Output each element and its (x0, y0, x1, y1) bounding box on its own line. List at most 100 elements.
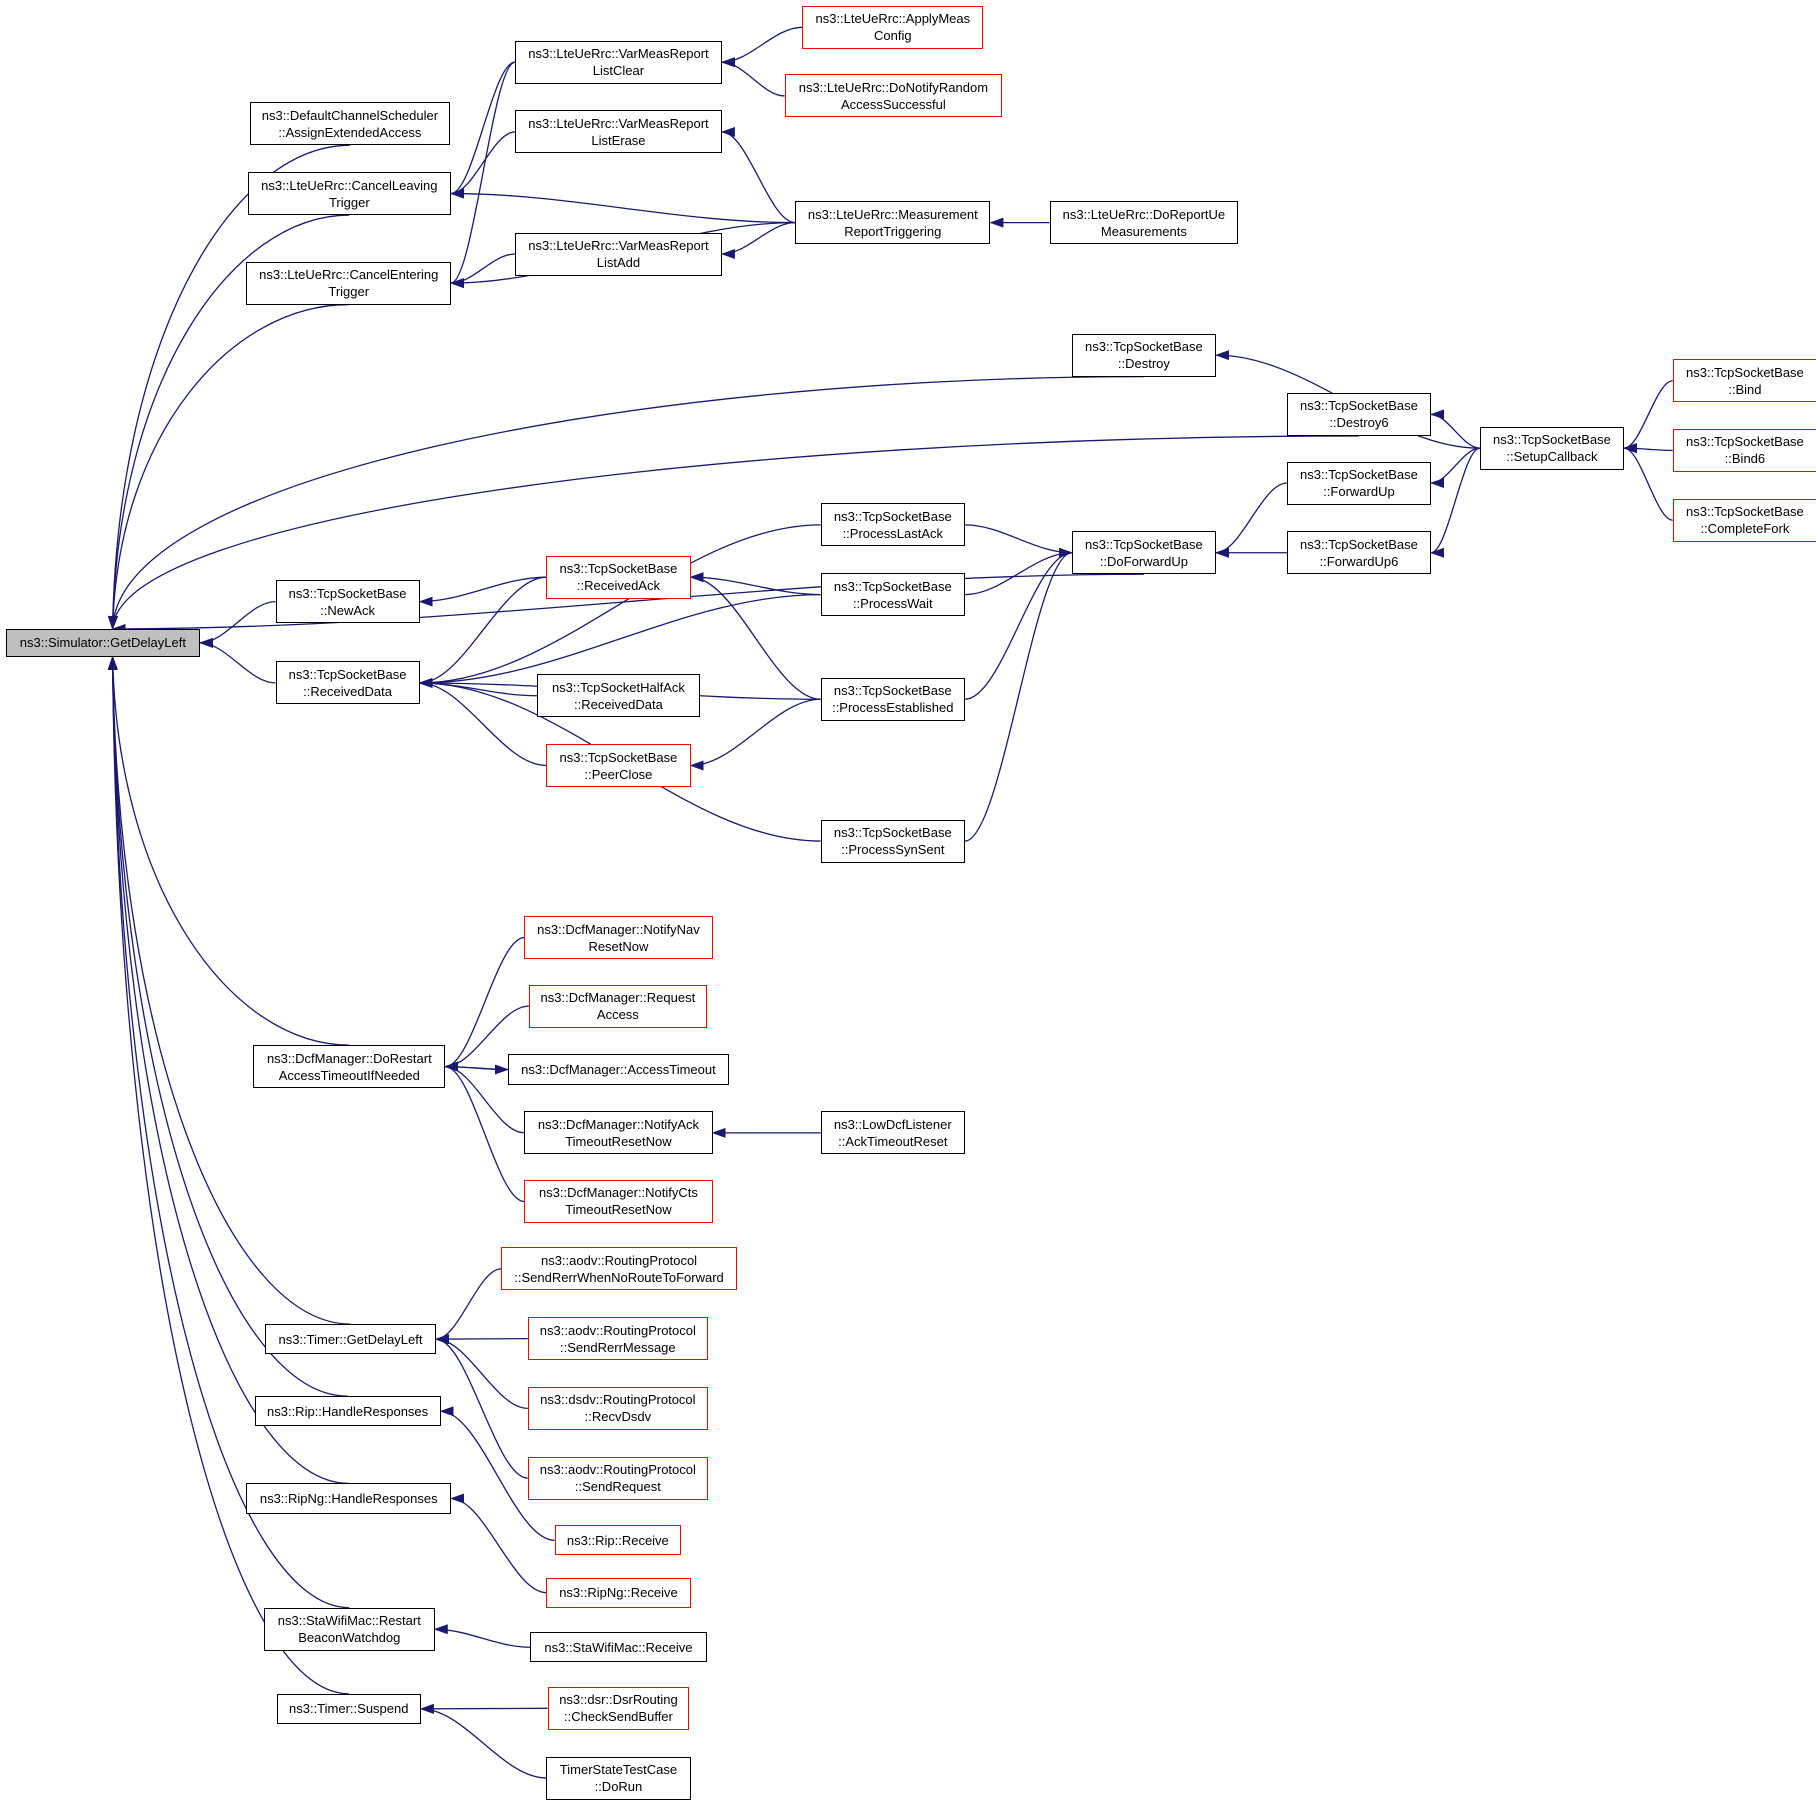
node-tcpsocketbase-completefork[interactable]: ns3::TcpSocketBase ::CompleteFork (1672, 498, 1816, 542)
node-lteuerrc-donotifyrandomaccesssuccessful[interactable]: ns3::LteUeRrc::DoNotifyRandom AccessSucc… (784, 74, 1003, 118)
node-tcpsocketbase-doforwardup[interactable]: ns3::TcpSocketBase ::DoForwardUp (1071, 531, 1216, 575)
edge-rngh-to-root (107, 655, 349, 1484)
edge-tdes6-to-root (108, 435, 1359, 630)
edge-tpc-to-trd (418, 677, 547, 767)
edge-dnr-to-vmc (720, 57, 785, 97)
node-dcfmanager-dorestartaccesstimeoutifneeded[interactable]: ns3::DcfManager::DoRestart AccessTimeout… (253, 1045, 446, 1089)
node-lteuerrc-cancelenteringtrigger[interactable]: ns3::LteUeRrc::CancelEntering Trigger (246, 261, 452, 305)
node-timerstatetestcase-dorun[interactable]: TimerStateTestCase ::DoRun (546, 1756, 691, 1800)
node-aodv-sendrequest[interactable]: ns3::aodv::RoutingProtocol ::SendRequest (527, 1456, 708, 1500)
edge-tdfu-to-root (111, 573, 1144, 634)
node-rip-receive[interactable]: ns3::Rip::Receive (554, 1525, 682, 1556)
edge-tgd-to-root (107, 655, 351, 1325)
edge-tcf-to-tsc (1623, 443, 1674, 521)
node-tcpsocketbase-forwardup[interactable]: ns3::TcpSocketBase ::ForwardUp (1286, 461, 1432, 505)
node-tcpsocketbase-processestablished[interactable]: ns3::TcpSocketBase ::ProcessEstablished (820, 677, 965, 721)
edge-vmc-to-cce (450, 61, 516, 288)
node-lteuerrc-varmeasreportlisterase[interactable]: ns3::LteUeRrc::VarMeasReport ListErase (514, 110, 722, 154)
edge-mrt-to-ccl (450, 188, 796, 224)
edge-amc-to-vmc (720, 26, 803, 68)
edge-tpla-to-tdfu (964, 524, 1073, 558)
node-defaultchannelscheduler-assignextendedaccess[interactable]: ns3::DefaultChannelScheduler ::AssignExt… (249, 102, 450, 146)
edge-tbind-to-tsc (1623, 380, 1674, 454)
node-tcpsockethalfack-receiveddata[interactable]: ns3::TcpSocketHalfAck ::ReceivedData (537, 674, 700, 718)
edge-tra-to-trd (418, 576, 547, 688)
node-dcfmanager-notifyacktimeoutresetnow[interactable]: ns3::DcfManager::NotifyAck TimeoutResetN… (524, 1111, 713, 1155)
node-lteuerrc-cancelleavingtrigger[interactable]: ns3::LteUeRrc::CancelLeaving Trigger (247, 172, 452, 216)
edge-mrt-to-vma (720, 221, 796, 259)
edge-ccl-to-root (107, 214, 350, 630)
edge-tpw-to-tdfu (964, 547, 1073, 596)
node-tcpsocketbase-processsynsent[interactable]: ns3::TcpSocketBase ::ProcessSynSent (820, 819, 965, 863)
node-lteuerrc-applymeasconfig[interactable]: ns3::LteUeRrc::ApplyMeas Config (802, 5, 984, 49)
edge-dmdr-to-root (107, 655, 350, 1046)
node-tcpsocketbase-forwardup6[interactable]: ns3::TcpSocketBase ::ForwardUp6 (1286, 531, 1432, 575)
edge-tpe-to-tpc (689, 698, 821, 771)
edge-tpe-to-tdfu (964, 547, 1073, 700)
node-tcpsocketbase-bind6[interactable]: ns3::TcpSocketBase ::Bind6 (1672, 428, 1816, 472)
node-tcpsocketbase-peerclose[interactable]: ns3::TcpSocketBase ::PeerClose (546, 744, 691, 787)
node-ripng-receive[interactable]: ns3::RipNg::Receive (546, 1577, 691, 1608)
edge-rhr-to-root (107, 655, 348, 1397)
node-tcpsocketbase-setupcallback[interactable]: ns3::TcpSocketBase ::SetupCallback (1479, 426, 1624, 470)
node-ripng-handleresponses[interactable]: ns3::RipNg::HandleResponses (246, 1483, 452, 1514)
node-lteuerrc-doreportuemeasurements[interactable]: ns3::LteUeRrc::DoReportUe Measurements (1049, 201, 1239, 245)
edge-tdes-to-root (108, 376, 1144, 630)
edge-aosq-to-tgd (434, 1334, 528, 1479)
node-timer-suspend[interactable]: ns3::Timer::Suspend (276, 1693, 421, 1724)
edge-rrec-to-rhr (439, 1406, 555, 1541)
edge-tpw-to-tra (689, 572, 821, 596)
edge-aosm-to-tgd (434, 1334, 528, 1345)
node-dcfmanager-notifyctstimeoutresetnow[interactable]: ns3::DcfManager::NotifyCts TimeoutResetN… (524, 1179, 713, 1223)
node-timer-getdelayleft[interactable]: ns3::Timer::GetDelayLeft (265, 1324, 436, 1355)
node-tcpsocketbase-destroy6[interactable]: ns3::TcpSocketBase ::Destroy6 (1286, 392, 1432, 436)
edge-tpla-to-trd (418, 524, 821, 688)
node-tcpsocketbase-receiveddata[interactable]: ns3::TcpSocketBase ::ReceivedData (275, 661, 420, 705)
node-tcpsocketbase-processwait[interactable]: ns3::TcpSocketBase ::ProcessWait (820, 573, 965, 617)
edge-tstc-to-tsus (419, 1703, 547, 1779)
node-tcpsocketbase-newack[interactable]: ns3::TcpSocketBase ::NewAck (275, 580, 420, 624)
edge-dmnc-to-dmdr (444, 1061, 525, 1203)
edge-aosr-to-tgd (434, 1268, 502, 1345)
edge-vmc-to-ccl (450, 61, 516, 199)
node-dcfmanager-notifynavresetnow[interactable]: ns3::DcfManager::NotifyNav ResetNow (524, 916, 713, 960)
node-lowdcflistener-acktimeoutreset[interactable]: ns3::LowDcfListener ::AckTimeoutReset (820, 1111, 965, 1155)
node-tcpsocketbase-processlastack[interactable]: ns3::TcpSocketBase ::ProcessLastAck (820, 503, 965, 547)
node-stawifimac-receive[interactable]: ns3::StaWifiMac::Receive (530, 1632, 707, 1663)
edge-tbind6-to-tsc (1623, 443, 1673, 454)
edge-tsc-to-tdes6 (1430, 409, 1480, 449)
node-tcpsocketbase-destroy[interactable]: ns3::TcpSocketBase ::Destroy (1071, 333, 1216, 377)
edge-tsc-to-tfu6 (1430, 447, 1481, 558)
node-aodv-sendrerrwhennoroutetoforward[interactable]: ns3::aodv::RoutingProtocol ::SendRerrWhe… (501, 1247, 738, 1291)
edge-mrt-to-vme (720, 126, 796, 224)
edge-tpw-to-trd (418, 593, 821, 688)
edge-tpe-to-tra (689, 572, 821, 700)
edge-tsus-to-root (107, 655, 349, 1695)
node-lteuerrc-varmeasreportlistclear[interactable]: ns3::LteUeRrc::VarMeasReport ListClear (514, 40, 722, 84)
node-tcpsocketbase-receivedack[interactable]: ns3::TcpSocketBase ::ReceivedAck (546, 555, 691, 599)
edge-tfu-to-tdfu (1214, 482, 1287, 558)
node-lteuerrc-measurementreporttriggering[interactable]: ns3::LteUeRrc::Measurement ReportTrigger… (795, 201, 991, 245)
edge-swrb-to-root (107, 655, 350, 1609)
edge-dmnn-to-dmdr (444, 936, 525, 1072)
edge-cce-to-root (107, 303, 349, 630)
edge-tsc-to-tfu (1430, 447, 1480, 488)
node-dcfmanager-accesstimeout[interactable]: ns3::DcfManager::AccessTimeout (508, 1054, 729, 1085)
node-stawifimac-restartbeaconwatchdog[interactable]: ns3::StaWifiMac::Restart BeaconWatchdog (263, 1607, 435, 1651)
edge-tna-to-root (198, 600, 276, 648)
edge-tpss-to-tdfu (964, 547, 1073, 842)
node-tcpsocketbase-bind[interactable]: ns3::TcpSocketBase ::Bind (1672, 359, 1816, 403)
edge-vme-to-ccl (450, 131, 516, 199)
edge-rngr-to-rngh (450, 1493, 547, 1594)
node-dcfmanager-requestaccess[interactable]: ns3::DcfManager::Request Access (528, 984, 707, 1028)
edge-swr-to-swrb (433, 1624, 531, 1648)
node-simulator-getdelayleft[interactable]: ns3::Simulator::GetDelayLeft (5, 628, 200, 657)
node-rip-handleresponses[interactable]: ns3::Rip::HandleResponses (254, 1396, 441, 1427)
edge-tra-to-tna (418, 576, 547, 607)
node-dsr-checksendbuffer[interactable]: ns3::dsr::DsrRouting ::CheckSendBuffer (547, 1686, 690, 1730)
node-aodv-sendrerrmessage[interactable]: ns3::aodv::RoutingProtocol ::SendRerrMes… (527, 1317, 708, 1361)
node-dsdv-recvdsdv[interactable]: ns3::dsdv::RoutingProtocol ::RecvDsdv (527, 1386, 708, 1430)
node-lteuerrc-varmeasreportlistadd[interactable]: ns3::LteUeRrc::VarMeasReport ListAdd (514, 232, 722, 276)
edge-dsrv-to-tgd (434, 1334, 528, 1410)
